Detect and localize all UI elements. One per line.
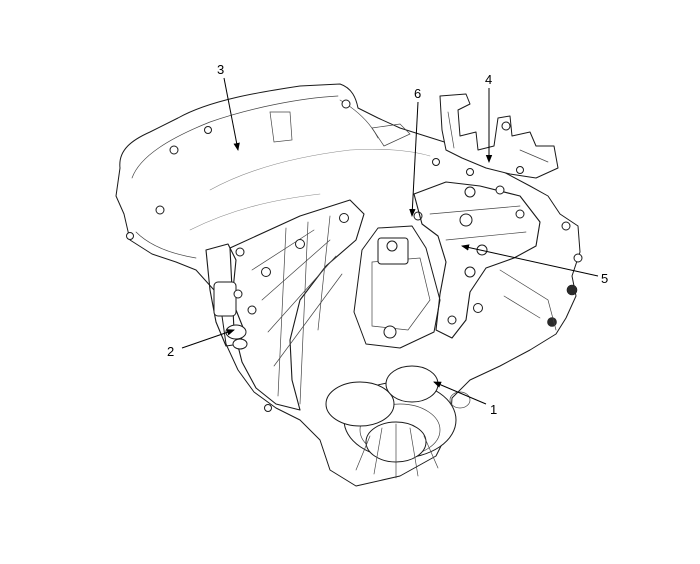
callout-5: 5 bbox=[601, 271, 608, 286]
callout-3: 3 bbox=[217, 62, 224, 77]
shift-control-linkage bbox=[413, 181, 557, 339]
leader-6 bbox=[409, 101, 419, 217]
leader-3 bbox=[223, 77, 240, 151]
mount-bracket bbox=[353, 211, 441, 349]
callout-leaders bbox=[181, 77, 599, 405]
leader-1 bbox=[433, 381, 487, 405]
callout-4: 4 bbox=[485, 72, 492, 87]
differential-housing bbox=[325, 365, 471, 479]
leader-5 bbox=[461, 244, 599, 277]
callout-labels: 1 2 3 4 5 6 bbox=[167, 62, 608, 417]
shift-lever-bracket bbox=[439, 93, 559, 179]
ribbed-case bbox=[229, 199, 365, 411]
left-shaft-assembly bbox=[205, 243, 257, 350]
callout-1: 1 bbox=[490, 402, 497, 417]
callout-2: 2 bbox=[167, 344, 174, 359]
leader-2 bbox=[181, 329, 235, 349]
callout-6: 6 bbox=[414, 86, 421, 101]
